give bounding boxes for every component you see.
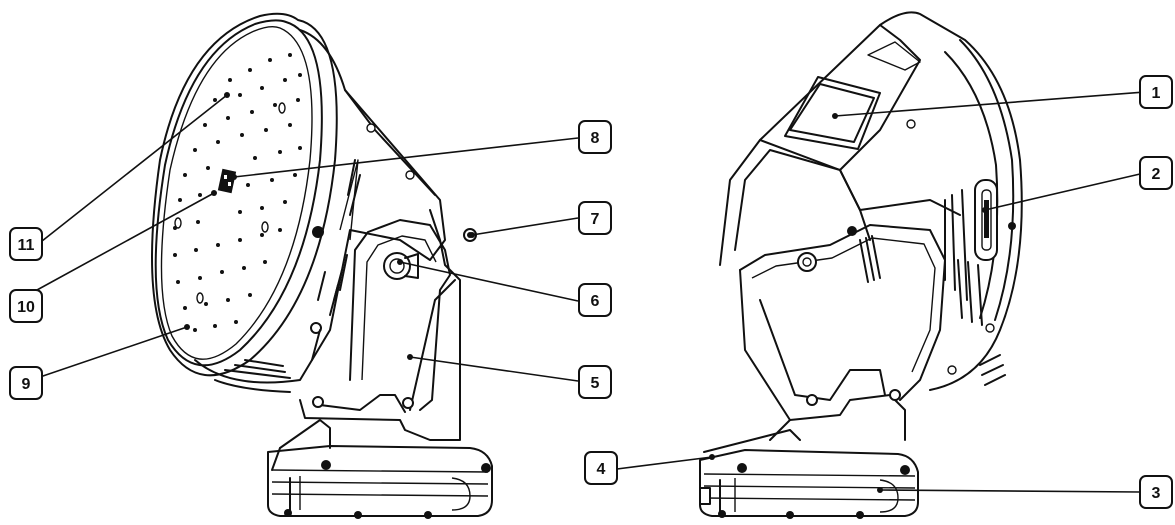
callout-1-label: 1 [1152, 85, 1161, 102]
callout-1-box [1139, 75, 1173, 109]
right-base [699, 429, 919, 519]
callout-8-box [578, 120, 612, 154]
right-fixture: 1 2 3 4 [584, 11, 1173, 519]
left-front-lens [151, 12, 338, 377]
callout-10-label: 10 [17, 299, 35, 316]
left-callouts: 11 10 9 8 7 6 5 [9, 92, 612, 400]
callout-2-label: 2 [1152, 166, 1161, 183]
lens-holes [173, 53, 302, 332]
left-fixture: 11 10 9 8 7 6 5 [9, 12, 612, 519]
left-head-body [194, 29, 446, 393]
callout-4-box [584, 451, 618, 485]
right-head-body [719, 11, 1023, 391]
callout-8-label: 8 [591, 130, 600, 147]
callout-11-box [9, 227, 43, 261]
right-callouts: 1 2 3 4 [584, 75, 1173, 509]
display-screen [784, 76, 881, 150]
callout-6-box [578, 283, 612, 317]
callout-2-box [1139, 156, 1173, 190]
callout-7-label: 7 [591, 211, 600, 228]
center-sensor [217, 168, 237, 194]
callout-5-label: 5 [591, 375, 600, 392]
callout-6-label: 6 [591, 293, 600, 310]
callout-9-label: 9 [22, 376, 31, 393]
callout-4-label: 4 [597, 461, 606, 478]
left-yoke [299, 209, 477, 441]
left-base [267, 419, 493, 519]
callout-9-box [9, 366, 43, 400]
callout-11-label: 11 [18, 237, 35, 254]
callout-7-box [578, 201, 612, 235]
callout-10-box [9, 289, 43, 323]
callout-3-label: 3 [1152, 485, 1161, 502]
callout-5-box [578, 365, 612, 399]
right-yoke [739, 224, 946, 441]
callout-3-box [1139, 475, 1173, 509]
